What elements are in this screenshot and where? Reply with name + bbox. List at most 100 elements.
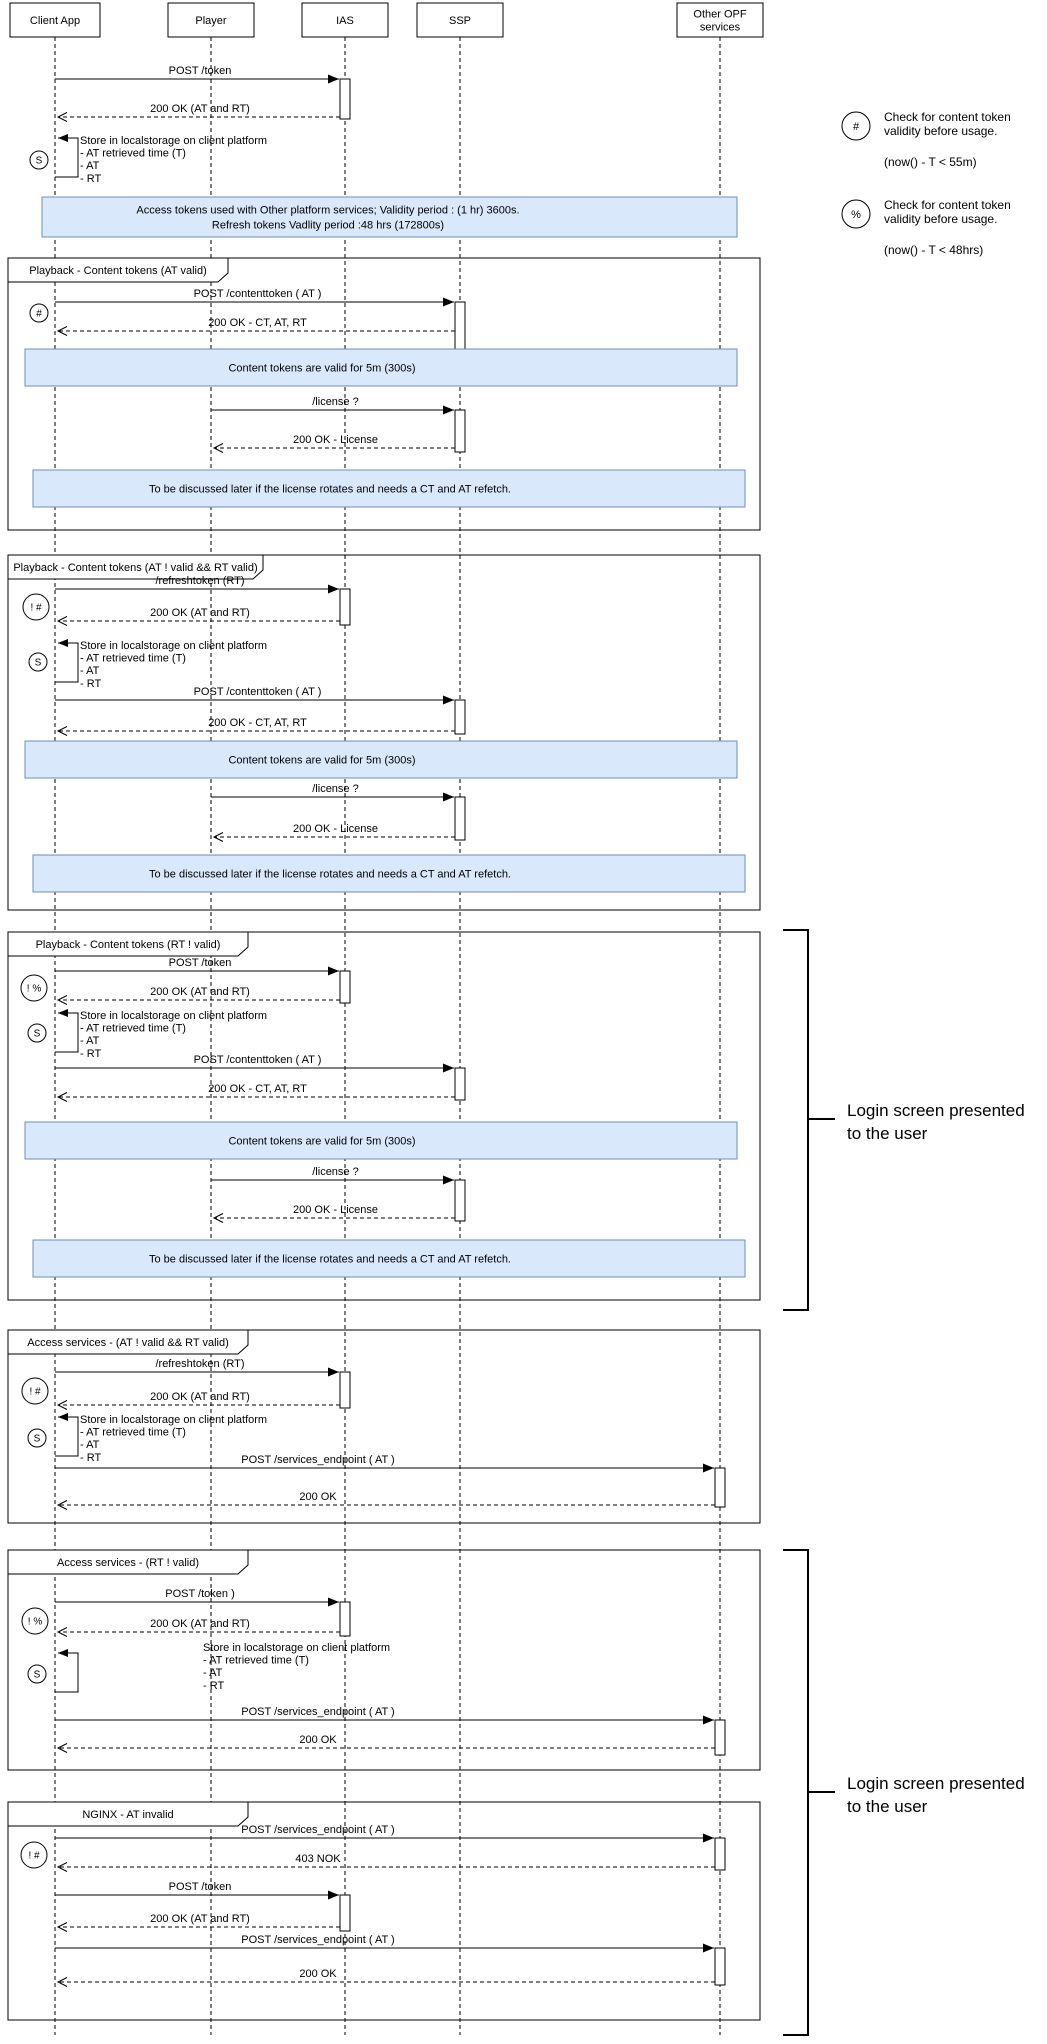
message-label: 200 OK (AT and RT)	[150, 1391, 250, 1403]
solid-arrowhead-icon	[58, 134, 68, 142]
open-arrowhead-icon	[212, 443, 224, 453]
actor-box	[416, 2, 504, 38]
message-label: 200 OK (AT and RT)	[150, 1913, 250, 1925]
badge-label: ! %	[27, 984, 42, 995]
activation-bar	[454, 796, 466, 841]
open-arrowhead-icon	[56, 616, 68, 626]
badge-circle-icon	[21, 1607, 49, 1635]
note-banner	[24, 1121, 738, 1160]
self-message-text: - RT	[80, 1452, 101, 1464]
self-message-loop	[55, 1416, 79, 1457]
self-message-text: - AT	[80, 1035, 100, 1047]
note-banner-text: Content tokens are valid for 5m (300s)	[228, 755, 415, 767]
note-banner-text: To be discussed later if the license rot…	[149, 1254, 511, 1266]
actor-label: IAS	[336, 15, 354, 27]
badge-circle-icon	[20, 974, 48, 1002]
badge-label: S	[36, 156, 43, 167]
solid-arrowhead-icon	[703, 1715, 714, 1725]
activation-bar	[454, 1179, 466, 1222]
actor-box	[676, 2, 764, 38]
badge-circle-icon	[20, 1841, 48, 1869]
badge-label: S	[34, 1029, 41, 1040]
open-arrowhead-icon	[56, 326, 68, 336]
bracket	[783, 1549, 809, 2036]
frame	[7, 257, 761, 531]
badge-label: ! %	[28, 1617, 43, 1628]
legend-text: validity before usage.	[884, 212, 997, 226]
self-message-text: - AT	[80, 160, 100, 172]
activation-bar	[714, 1719, 726, 1756]
note-banner	[41, 196, 738, 238]
message-label: POST /token )	[165, 1588, 235, 1600]
self-message-text: - AT retrieved time (T)	[203, 1655, 309, 1667]
message-label: 200 OK	[299, 1968, 337, 1980]
self-message-text: - RT	[203, 1680, 224, 1692]
legend-text: Check for content token	[884, 110, 1011, 124]
activation-bar	[454, 301, 466, 353]
actor-label: services	[700, 22, 741, 34]
activation-bar	[714, 1947, 726, 1986]
open-arrowhead-icon	[56, 1400, 68, 1410]
legend-symbol-circle-icon	[841, 111, 871, 141]
badge-circle-icon	[27, 1428, 47, 1448]
activation-bar	[714, 1467, 726, 1508]
message-label: 200 OK	[299, 1734, 337, 1746]
badge-circle-icon	[27, 1023, 47, 1043]
self-message-text: - RT	[80, 678, 101, 690]
note-banner	[32, 469, 746, 508]
activation-bar	[714, 1837, 726, 1871]
frame	[7, 1801, 761, 2021]
self-message-text: - AT retrieved time (T)	[80, 148, 186, 160]
message-label: 200 OK	[299, 1491, 337, 1503]
open-arrowhead-icon	[56, 1977, 68, 1987]
self-message-loop	[55, 642, 79, 683]
self-message-loop	[55, 1012, 79, 1053]
solid-arrowhead-icon	[58, 639, 68, 647]
message-label: POST /services_endpoint ( AT )	[241, 1934, 394, 1946]
frame-header	[7, 554, 264, 580]
message-label: /refreshtoken (RT)	[155, 575, 244, 587]
self-message-text: - AT	[203, 1667, 223, 1679]
activation-bar	[339, 1371, 351, 1409]
message-label: 200 OK - License	[293, 1204, 378, 1216]
bracket-label: Login screen presented	[847, 1101, 1025, 1120]
legend-note: (now() - T < 48hrs)	[884, 243, 983, 257]
solid-arrowhead-icon	[703, 1833, 714, 1843]
actor-label: SSP	[449, 15, 471, 27]
solid-arrowhead-icon	[443, 1175, 454, 1185]
actor-box	[9, 2, 101, 38]
badge-label: S	[34, 1434, 41, 1445]
solid-arrowhead-icon	[443, 297, 454, 307]
self-message-text: - AT retrieved time (T)	[80, 1427, 186, 1439]
badge-circle-icon	[21, 1377, 49, 1405]
self-message-text: Store in localstorage on client platform	[80, 135, 267, 147]
message-label: POST /token	[169, 957, 232, 969]
actor-box	[301, 2, 389, 38]
self-message-text: Store in localstorage on client platform	[80, 1010, 267, 1022]
message-label: 403 NOK	[295, 1853, 341, 1865]
self-message-text: Store in localstorage on client platform	[80, 1414, 267, 1426]
solid-arrowhead-icon	[443, 792, 454, 802]
note-banner-text: To be discussed later if the license rot…	[149, 484, 511, 496]
solid-arrowhead-icon	[443, 695, 454, 705]
activation-bar	[339, 588, 351, 626]
badge-label: ! #	[28, 1851, 40, 1862]
open-arrowhead-icon	[56, 1627, 68, 1637]
open-arrowhead-icon	[56, 1500, 68, 1510]
frame-label: Access services - (AT ! valid && RT vali…	[27, 1337, 229, 1349]
open-arrowhead-icon	[212, 1213, 224, 1223]
solid-arrowhead-icon	[58, 1649, 68, 1657]
note-banner	[32, 1239, 746, 1278]
message-label: POST /services_endpoint ( AT )	[241, 1824, 394, 1836]
open-arrowhead-icon	[56, 995, 68, 1005]
badge-label: #	[36, 309, 42, 320]
solid-arrowhead-icon	[703, 1463, 714, 1473]
message-label: POST /services_endpoint ( AT )	[241, 1706, 394, 1718]
frame-label: Access services - (RT ! valid)	[57, 1557, 199, 1569]
bracket-label: to the user	[847, 1124, 928, 1143]
frame-header	[7, 1549, 249, 1575]
open-arrowhead-icon	[56, 726, 68, 736]
frame-label: Playback - Content tokens (RT ! valid)	[36, 939, 221, 951]
frame	[7, 931, 761, 1301]
activation-bar	[454, 1067, 466, 1101]
